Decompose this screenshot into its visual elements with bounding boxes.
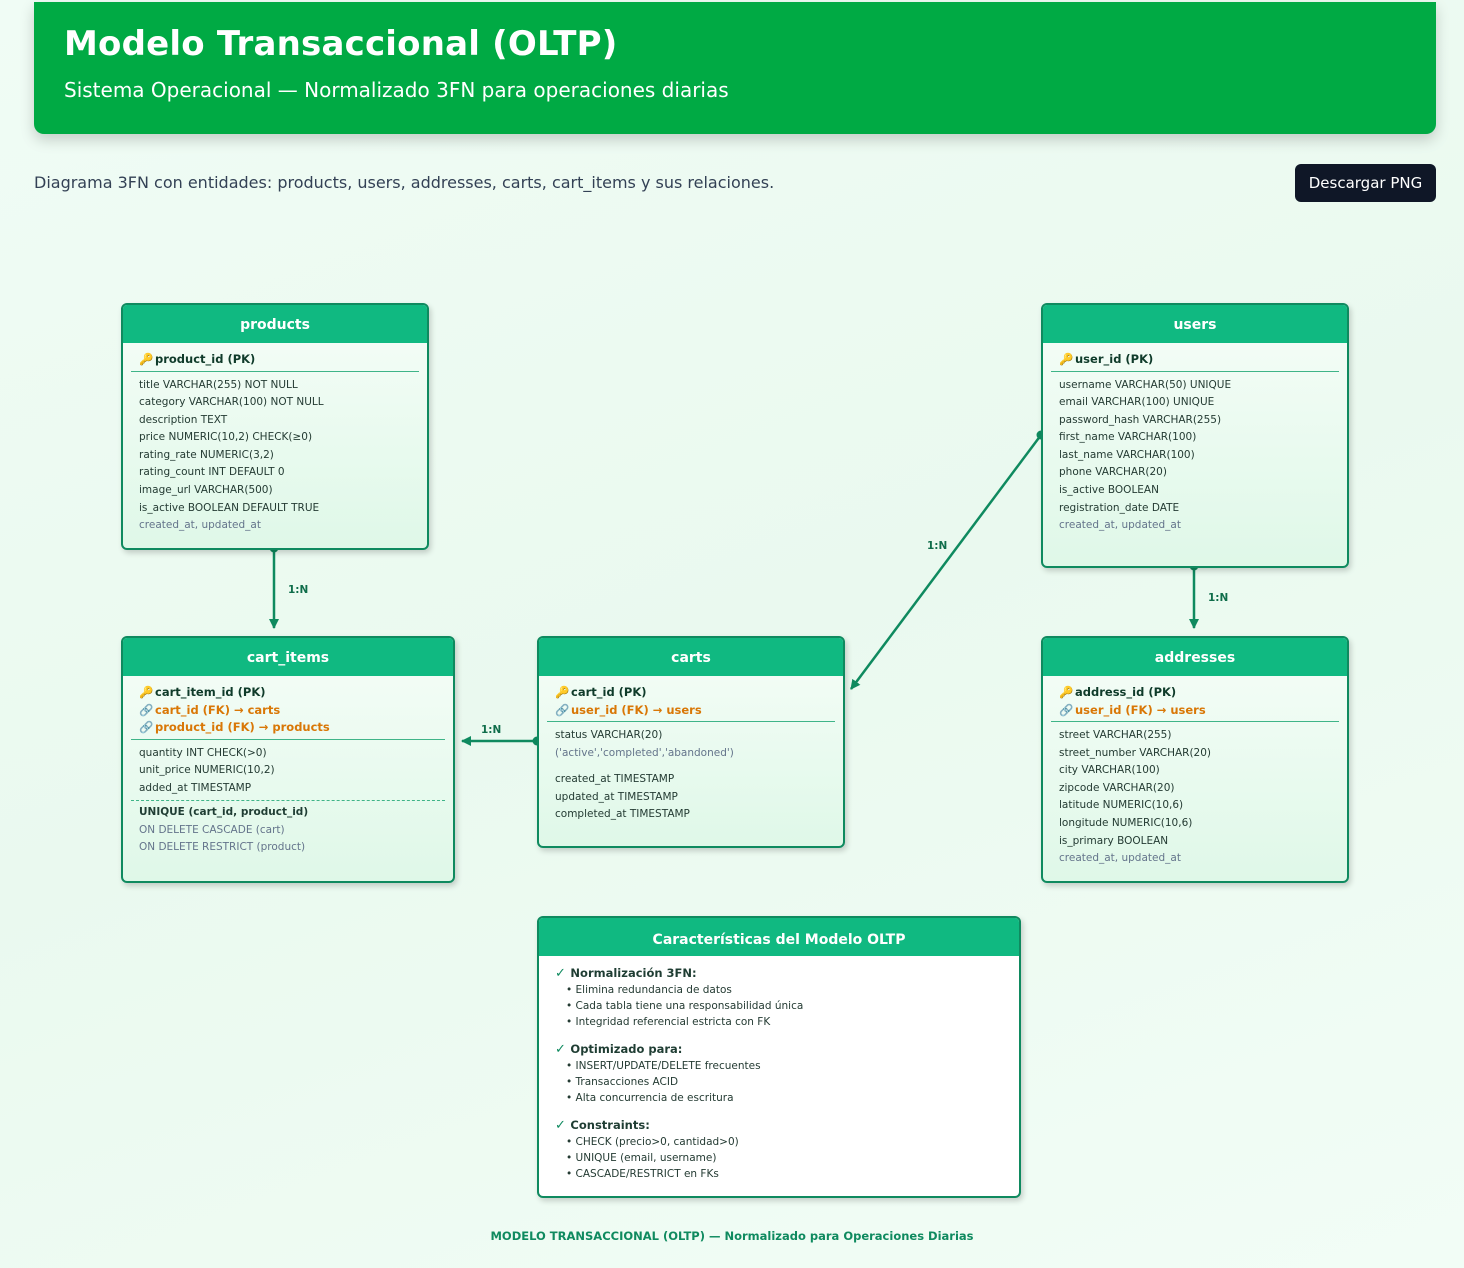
attribute: is_active BOOLEAN (1059, 484, 1159, 497)
attribute: unit_price NUMERIC(10,2) (139, 764, 275, 777)
attribute: latitude NUMERIC(10,6) (1059, 799, 1184, 812)
features-panel: Características del Modelo OLTP ✓ Normal… (537, 916, 1021, 1198)
attribute: street_number VARCHAR(20) (1059, 746, 1212, 759)
primary-key: 🔑address_id (PK) (1059, 684, 1331, 702)
attribute: email VARCHAR(100) UNIQUE (1059, 396, 1215, 409)
attribute: category VARCHAR(100) NOT NULL (139, 396, 324, 409)
entity-title: products (123, 305, 427, 343)
entity-title: carts (539, 638, 843, 676)
attribute: description TEXT (139, 413, 228, 426)
key-icon: 🔑 (139, 352, 154, 366)
attribute: phone VARCHAR(20) (1059, 466, 1167, 479)
foreign-key: 🔗cart_id (FK) → carts (139, 702, 437, 720)
relation-label: 1:N (481, 724, 501, 736)
entity-products: products 🔑product_id (PK) title VARCHAR(… (121, 303, 429, 550)
constraint: ON DELETE RESTRICT (product) (139, 841, 306, 854)
attribute: rating_count INT DEFAULT 0 (139, 466, 285, 479)
attribute: price NUMERIC(10,2) CHECK(≥0) (139, 431, 313, 444)
entity-users: users 🔑user_id (PK) username VARCHAR(50)… (1041, 303, 1349, 568)
attribute: username VARCHAR(50) UNIQUE (1059, 378, 1232, 391)
attribute: first_name VARCHAR(100) (1059, 431, 1197, 444)
feature-item: • Integridad referencial estricta con FK (566, 1016, 771, 1028)
primary-key: 🔑cart_id (PK) (555, 684, 827, 702)
entity-carts: carts 🔑cart_id (PK) 🔗user_id (FK) → user… (537, 636, 845, 848)
attribute: added_at TIMESTAMP (139, 781, 252, 794)
primary-key: 🔑product_id (PK) (139, 351, 411, 369)
entity-addresses: addresses 🔑address_id (PK) 🔗user_id (FK)… (1041, 636, 1349, 883)
foreign-key: 🔗user_id (FK) → users (1059, 702, 1331, 720)
relation-label: 1:N (927, 540, 947, 552)
link-icon: 🔗 (1059, 702, 1074, 717)
attribute: created_at, updated_at (139, 519, 261, 532)
page-header: Modelo Transaccional (OLTP) Sistema Oper… (34, 2, 1436, 134)
constraint: UNIQUE (cart_id, product_id) (139, 806, 309, 819)
feature-item: • Elimina redundancia de datos (566, 984, 732, 996)
link-icon: 🔗 (139, 702, 154, 717)
primary-key: 🔑cart_item_id (PK) (139, 684, 437, 702)
constraint: ON DELETE CASCADE (cart) (139, 823, 285, 836)
feature-item: • INSERT/UPDATE/DELETE frecuentes (566, 1060, 761, 1072)
relation-products-cart-items: 1:N (269, 543, 308, 629)
feature-item: • UNIQUE (email, username) (566, 1152, 717, 1164)
entity-title: cart_items (123, 638, 453, 676)
check-icon: ✓ (555, 1118, 571, 1133)
foreign-key: 🔗user_id (FK) → users (555, 702, 827, 720)
attribute: is_active BOOLEAN DEFAULT TRUE (139, 501, 320, 514)
attribute: zipcode VARCHAR(20) (1059, 781, 1175, 794)
page-title: Modelo Transaccional (OLTP) (64, 24, 618, 64)
attribute: last_name VARCHAR(100) (1059, 448, 1195, 461)
key-icon: 🔑 (555, 685, 570, 699)
relation-users-addresses: 1:N (1189, 561, 1228, 629)
entity-title: users (1043, 305, 1347, 343)
attribute-values: ('active','completed','abandoned') (555, 746, 734, 759)
relation-users-carts: 1:N (849, 430, 1046, 690)
features-title: Características del Modelo OLTP (539, 918, 1019, 956)
feature-item: • CHECK (precio>0, cantidad>0) (566, 1136, 739, 1148)
feature-heading: ✓ Constraints: (555, 1118, 650, 1133)
attribute: is_primary BOOLEAN (1059, 834, 1169, 847)
attribute: city VARCHAR(100) (1059, 764, 1160, 777)
page-subtitle: Sistema Operacional — Normalizado 3FN pa… (64, 78, 729, 102)
primary-key: 🔑user_id (PK) (1059, 351, 1331, 369)
check-icon: ✓ (555, 966, 571, 981)
attribute: rating_rate NUMERIC(3,2) (139, 448, 274, 461)
relation-label: 1:N (1208, 592, 1228, 604)
key-icon: 🔑 (1059, 685, 1074, 699)
diagram-description: Diagrama 3FN con entidades: products, us… (34, 173, 775, 192)
feature-item: • Cada tabla tiene una responsabilidad ú… (566, 1000, 804, 1012)
attribute: quantity INT CHECK(>0) (139, 746, 267, 759)
attribute: password_hash VARCHAR(255) (1059, 413, 1222, 426)
attribute: image_url VARCHAR(500) (139, 484, 273, 497)
attribute: title VARCHAR(255) NOT NULL (139, 378, 298, 391)
feature-item: • Alta concurrencia de escritura (566, 1092, 734, 1104)
entity-title: addresses (1043, 638, 1347, 676)
footer-caption: MODELO TRANSACCIONAL (OLTP) — Normalizad… (490, 1229, 974, 1243)
attribute: created_at, updated_at (1059, 852, 1181, 865)
feature-heading: ✓ Optimizado para: (555, 1042, 683, 1057)
feature-heading: ✓ Normalización 3FN: (555, 966, 697, 981)
link-icon: 🔗 (139, 720, 154, 734)
key-icon: 🔑 (1059, 352, 1074, 366)
attribute: created_at TIMESTAMP (555, 773, 675, 786)
check-icon: ✓ (555, 1042, 571, 1057)
feature-item: • CASCADE/RESTRICT en FKs (566, 1168, 719, 1180)
entity-cart-items: cart_items 🔑cart_item_id (PK) 🔗cart_id (… (121, 636, 455, 883)
feature-item: • Transacciones ACID (566, 1076, 679, 1088)
foreign-key: 🔗product_id (FK) → products (139, 719, 437, 737)
attribute: completed_at TIMESTAMP (555, 808, 690, 821)
attribute: created_at, updated_at (1059, 519, 1181, 532)
relation-carts-cart-items: 1:N (461, 724, 542, 746)
download-png-button[interactable]: Descargar PNG (1295, 164, 1436, 202)
attribute: street VARCHAR(255) (1059, 729, 1172, 741)
link-icon: 🔗 (555, 702, 570, 717)
attribute: longitude NUMERIC(10,6) (1059, 816, 1193, 829)
attribute: status VARCHAR(20) (555, 729, 663, 741)
attribute: registration_date DATE (1059, 501, 1180, 514)
attribute: updated_at TIMESTAMP (555, 790, 678, 803)
relation-label: 1:N (288, 584, 308, 596)
key-icon: 🔑 (139, 685, 154, 699)
